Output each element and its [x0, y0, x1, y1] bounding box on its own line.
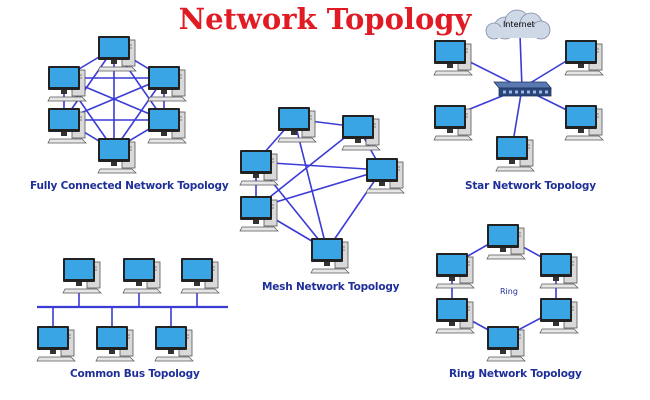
ring-computer: [539, 253, 579, 289]
star-computer: [564, 105, 604, 141]
ring-computer: [539, 298, 579, 334]
bus-computer: [95, 326, 135, 362]
star-computer: [495, 136, 535, 172]
switch-hub-icon: [493, 81, 552, 97]
fully-connected-label: Fully Connected Network Topology: [30, 180, 229, 192]
ring-center-label: Ring: [500, 287, 518, 296]
fully-connected-computer: [97, 138, 137, 174]
bus-computer: [62, 258, 102, 294]
fully-connected-computer: [97, 36, 137, 72]
ring-computer: [486, 224, 526, 260]
star-internet-link: [519, 34, 523, 89]
mesh-computer: [341, 115, 381, 151]
bus-computer: [180, 258, 220, 294]
mesh-label: Mesh Network Topology: [262, 281, 400, 293]
mesh-computer: [239, 150, 279, 186]
internet-cloud-icon: [485, 9, 551, 40]
star-computer: [564, 40, 604, 76]
ring-computer: [435, 253, 475, 289]
mesh-computer: [277, 107, 317, 143]
extras-layer: [485, 9, 552, 97]
star-computer: [433, 40, 473, 76]
fully-connected-computer: [147, 66, 187, 102]
mesh-computer: [310, 238, 350, 274]
ring-computer: [435, 298, 475, 334]
star-label: Star Network Topology: [465, 180, 596, 192]
mesh-computer: [239, 196, 279, 232]
ring-computer: [486, 326, 526, 362]
bus-label: Common Bus Topology: [70, 368, 200, 380]
internet-cloud-label: Internet: [503, 20, 535, 29]
bus-computer: [154, 326, 194, 362]
fully-connected-computer: [47, 66, 87, 102]
mesh-link: [326, 169, 383, 251]
page-title: Network Topology: [178, 2, 472, 36]
fully-connected-computer: [47, 108, 87, 144]
fully-connected-computer: [147, 108, 187, 144]
ring-label: Ring Network Topology: [449, 368, 582, 380]
computers-layer: [36, 36, 604, 362]
bus-computer: [36, 326, 76, 362]
mesh-computer: [365, 158, 405, 194]
bus-computer: [122, 258, 162, 294]
mesh-link: [255, 126, 359, 209]
star-computer: [433, 105, 473, 141]
